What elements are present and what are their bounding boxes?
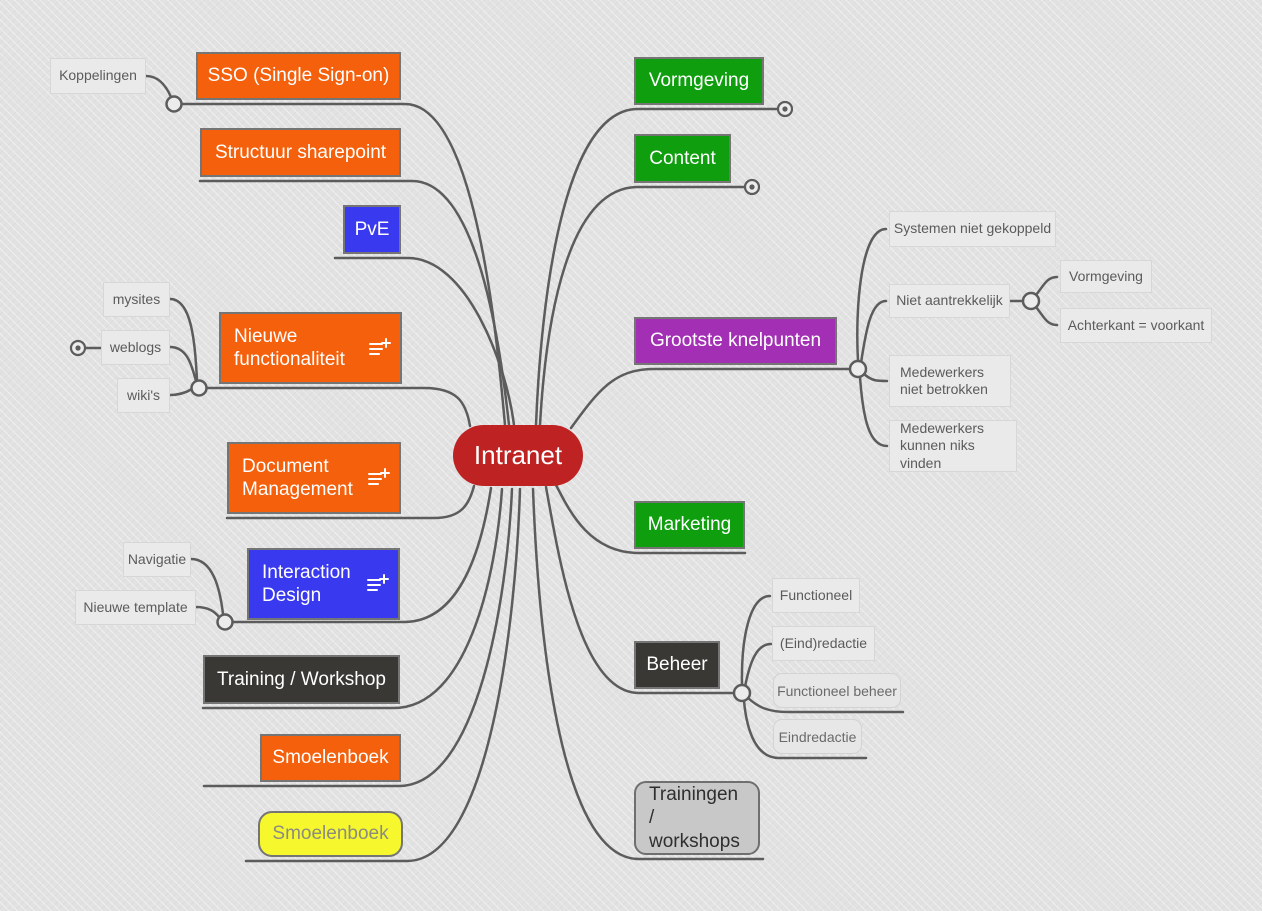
node-label: Trainingen / workshops: [649, 784, 740, 852]
node-achterkant-voorkant[interactable]: Achterkant = voorkant: [1060, 308, 1212, 343]
edge-nieuwe-template: [194, 605, 221, 619]
edge-weblogs: [168, 345, 198, 383]
edge-wikis: [168, 387, 194, 397]
edge-training-workshop: [201, 487, 504, 710]
node-label: Nieuwe functionaliteit: [234, 325, 345, 370]
node-trainingen-workshops[interactable]: Trainingen / workshops: [634, 781, 760, 855]
edge-functioneel: [740, 594, 772, 687]
node-eind-redactie[interactable]: (Eind)redactie: [772, 626, 875, 661]
node-wikis[interactable]: wiki's: [117, 378, 170, 413]
node-koppelingen[interactable]: Koppelingen: [50, 58, 146, 94]
circle-dot-icon[interactable]: [69, 339, 87, 357]
node-structuur-sharepoint[interactable]: Structuur sharepoint: [200, 128, 401, 177]
node-sso[interactable]: SSO (Single Sign-on): [196, 52, 401, 100]
node-smoelenboek-yellow[interactable]: Smoelenboek: [258, 811, 403, 857]
node-document-management[interactable]: Document Management: [227, 442, 401, 514]
edge-smoelenboek-yellow: [244, 487, 522, 863]
edge-marketing: [554, 483, 747, 555]
notes-plus-icon[interactable]: [369, 338, 391, 358]
node-niet-aantrekkelijk[interactable]: Niet aantrekkelijk: [889, 284, 1010, 318]
edge-document-management: [225, 484, 476, 520]
notes-plus-icon[interactable]: [367, 574, 389, 594]
edge-sso: [179, 102, 507, 427]
node-vormgeving[interactable]: Vormgeving: [634, 57, 764, 105]
node-systemen-niet-gekoppeld[interactable]: Systemen niet gekoppeld: [889, 211, 1056, 247]
edge-pve: [333, 256, 516, 427]
node-interaction-design[interactable]: Interaction Design: [247, 548, 400, 620]
node-eindredactie[interactable]: Eindredactie: [773, 719, 862, 754]
edge-achterkant-voorkant: [1034, 305, 1059, 327]
node-functioneel[interactable]: Functioneel: [772, 578, 860, 613]
edge-functioneel-beheer: [746, 696, 905, 714]
edge-navigatie: [189, 557, 225, 616]
edge-vormgeving-sub: [1034, 275, 1059, 297]
node-nieuwe-template[interactable]: Nieuwe template: [75, 590, 196, 625]
node-mysites[interactable]: mysites: [103, 282, 170, 317]
node-functioneel-beheer[interactable]: Functioneel beheer: [773, 673, 901, 708]
edge-nieuwe-functionaliteit: [204, 386, 472, 428]
edge-medewerkers-niet-betrokken: [862, 372, 889, 383]
node-label: Interaction Design: [262, 561, 351, 606]
edge-vormgeving: [534, 107, 779, 427]
node-nieuwe-functionaliteit[interactable]: Nieuwe functionaliteit: [219, 312, 402, 384]
node-training-workshop[interactable]: Training / Workshop: [203, 655, 400, 704]
node-intranet-root[interactable]: Intranet: [453, 425, 583, 486]
branch-junction-circle[interactable]: [216, 613, 234, 631]
branch-junction-circle[interactable]: [848, 359, 868, 379]
node-beheer[interactable]: Beheer: [634, 641, 720, 689]
edge-eind-redactie: [743, 642, 773, 689]
node-vormgeving-sub[interactable]: Vormgeving: [1060, 260, 1152, 293]
node-medewerkers-niet-betrokken[interactable]: Medewerkers niet betrokken: [889, 355, 1011, 407]
node-grootste-knelpunten[interactable]: Grootste knelpunten: [634, 317, 837, 365]
edge-niet-aantrekkelijk: [859, 299, 888, 365]
edge-content: [538, 185, 746, 427]
branch-junction-circle[interactable]: [190, 379, 208, 397]
node-pve[interactable]: PvE: [343, 205, 401, 254]
edge-mysites: [168, 297, 199, 382]
circle-dot-icon[interactable]: [743, 178, 761, 196]
edge-interaction-design: [230, 486, 493, 624]
edge-trainingen-workshops: [531, 487, 765, 861]
notes-plus-icon[interactable]: [368, 468, 390, 488]
edge-structuur: [198, 179, 511, 427]
node-marketing[interactable]: Marketing: [634, 501, 745, 549]
edge-eindredactie: [742, 699, 868, 760]
node-weblogs[interactable]: weblogs: [101, 330, 170, 365]
branch-junction-circle[interactable]: [165, 95, 183, 113]
node-medewerkers-kunnen-niks-vinden[interactable]: Medewerkers kunnen niks vinden: [889, 420, 1017, 472]
edge-beheer: [544, 485, 736, 695]
node-label: Document Management: [242, 455, 353, 500]
circle-dot-icon[interactable]: [776, 100, 794, 118]
edge-grootste-knelpunten: [569, 367, 852, 430]
branch-junction-circle[interactable]: [1021, 291, 1041, 311]
edge-medewerkers-kunnen-niks-vinden: [858, 375, 889, 448]
node-smoelenboek-orange[interactable]: Smoelenboek: [260, 734, 401, 782]
branch-junction-circle[interactable]: [732, 683, 752, 703]
node-content[interactable]: Content: [634, 134, 731, 183]
node-navigatie[interactable]: Navigatie: [123, 542, 191, 577]
edge-systemen-niet-gekoppeld: [856, 227, 888, 363]
edge-smoelenboek-orange: [202, 487, 514, 788]
edge-koppelingen: [144, 74, 173, 99]
